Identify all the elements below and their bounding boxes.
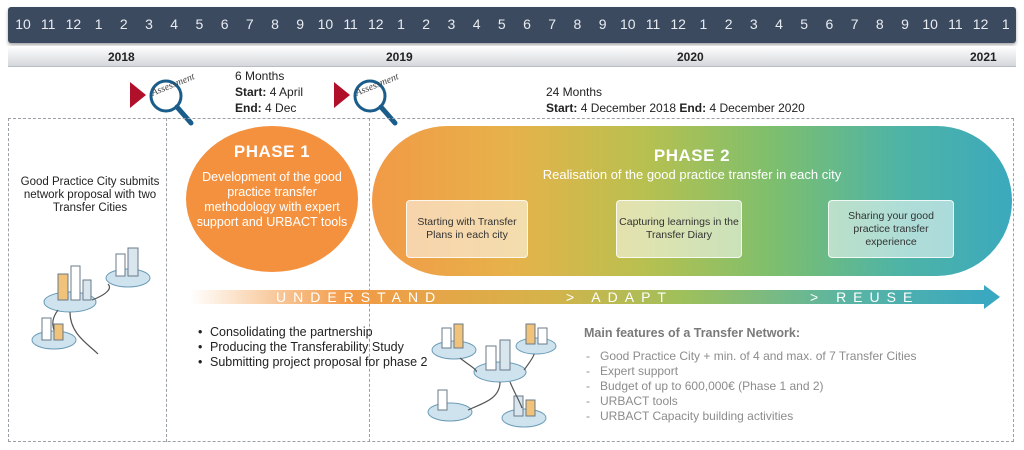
month-label: 10	[922, 16, 938, 32]
city-network-illustration-2	[427, 323, 557, 428]
month-label: 8	[573, 16, 582, 32]
month-label: 3	[749, 16, 758, 32]
process-arrow-head	[984, 285, 1000, 309]
month-label: 3	[447, 16, 456, 32]
month-label: 12	[368, 16, 384, 32]
dashed-divider-1	[166, 118, 167, 442]
magnifier-icon	[353, 79, 398, 126]
phase2-box-transfer-plans: Starting with Transfer Plans in each cit…	[406, 200, 528, 258]
phase1-title: PHASE 1	[233, 142, 311, 161]
month-label: 11	[40, 16, 56, 32]
month-label: 7	[548, 16, 557, 32]
month-label: 9	[901, 16, 909, 32]
month-label: 12	[65, 16, 82, 32]
phase1-circle	[186, 126, 358, 272]
bullet-item: Producing the Transferability Study	[198, 340, 428, 355]
month-label: 5	[497, 16, 506, 32]
month-label: 6	[825, 16, 834, 32]
month-label: 4	[170, 16, 179, 32]
month-label: 11	[645, 16, 661, 32]
phase1-end-value: 4 Dec	[265, 101, 297, 115]
feature-item: Expert support	[586, 364, 916, 379]
feature-item: URBACT Capacity building activities	[586, 409, 916, 424]
phase2-start-label: Start:	[546, 101, 578, 115]
arrow-word-adapt: > ADAPT	[566, 289, 673, 305]
bullet-item: Consolidating the partnership	[198, 325, 428, 340]
phase2-end-value: 4 December 2020	[709, 101, 805, 115]
month-label: 1	[94, 16, 103, 32]
phase2-duration: 24 Months Start: 4 December 2018 End: 4 …	[546, 84, 805, 116]
assessment-marker-2	[334, 82, 350, 108]
phase1-bullets: Consolidating the partnership Producing …	[198, 325, 428, 370]
features-list: Good Practice City + min. of 4 and max. …	[586, 349, 916, 424]
month-label: 6	[523, 16, 531, 32]
month-label: 2	[422, 16, 431, 32]
phase2-subtitle: Realisation of the good practice transfe…	[542, 167, 842, 182]
feature-item: Budget of up to 600,000€ (Phase 1 and 2)	[586, 379, 916, 394]
month-label: 9	[296, 16, 305, 32]
month-label: 9	[598, 16, 607, 32]
features-title: Main features of a Transfer Network:	[584, 326, 801, 340]
month-label: 6	[220, 16, 229, 32]
arrow-word-understand: UNDERSTAND	[276, 289, 443, 305]
month-label: 8	[875, 16, 884, 32]
dashed-divider-2	[369, 118, 370, 442]
month-label: 10	[620, 16, 636, 32]
year-label: 2019	[386, 50, 413, 64]
phase2-box-sharing: Sharing your good practice transfer expe…	[828, 200, 954, 258]
city-network-illustration	[31, 247, 151, 355]
assessment-marker-1	[130, 82, 146, 108]
phase1-duration: 6 Months Start: 4 April End: 4 Dec	[235, 68, 303, 116]
network-proposal-text: Good Practice City submits network propo…	[20, 176, 160, 214]
year-label: 2020	[677, 50, 704, 64]
dashed-frame	[8, 118, 1014, 442]
month-label: 4	[472, 16, 481, 32]
month-label: 7	[245, 16, 254, 32]
month-label: 12	[670, 16, 686, 32]
year-strip	[8, 46, 1016, 67]
month-label: 10	[15, 16, 31, 32]
feature-item: Good Practice City + min. of 4 and max. …	[586, 349, 916, 364]
month-label: 4	[775, 16, 783, 32]
feature-item: URBACT tools	[586, 394, 916, 409]
month-label: 11	[948, 16, 963, 32]
month-label: 1	[397, 16, 405, 32]
month-label: 3	[145, 16, 153, 32]
phase1-start-value: 4 April	[269, 85, 304, 99]
month-label: 10	[317, 16, 334, 32]
phase2-title: PHASE 2	[653, 146, 731, 165]
month-label: 5	[195, 16, 204, 32]
phase1-start-label: Start:	[235, 85, 267, 99]
bullet-item: Submitting project proposal for phase 2	[198, 355, 428, 370]
phase2-end-label: End:	[679, 101, 707, 115]
phase1-end-label: End:	[235, 101, 262, 115]
phase2-months: 24 Months	[546, 85, 603, 99]
process-arrow	[190, 290, 986, 304]
month-label: 1	[699, 16, 708, 32]
month-label: 12	[972, 16, 989, 32]
arrow-word-reuse: > REUSE	[810, 289, 920, 305]
month-label: 2	[724, 16, 733, 32]
phase2-box-transfer-diary: Capturing learnings in the Transfer Diar…	[616, 200, 742, 258]
month-label: 5	[800, 16, 809, 32]
month-label: 8	[271, 16, 279, 32]
month-label: 1	[1001, 16, 1010, 32]
phase2-start-value: 4 December 2018	[580, 101, 677, 115]
phase1-months: 6 Months	[235, 69, 285, 83]
year-label: 2018	[108, 50, 135, 64]
phase1-description: Development of the good practice transfe…	[196, 170, 348, 229]
month-label: 11	[343, 16, 358, 32]
magnifier-icon	[149, 79, 194, 126]
year-label: 2021	[970, 50, 997, 64]
month-label: 7	[850, 16, 859, 32]
month-label: 2	[119, 16, 128, 32]
